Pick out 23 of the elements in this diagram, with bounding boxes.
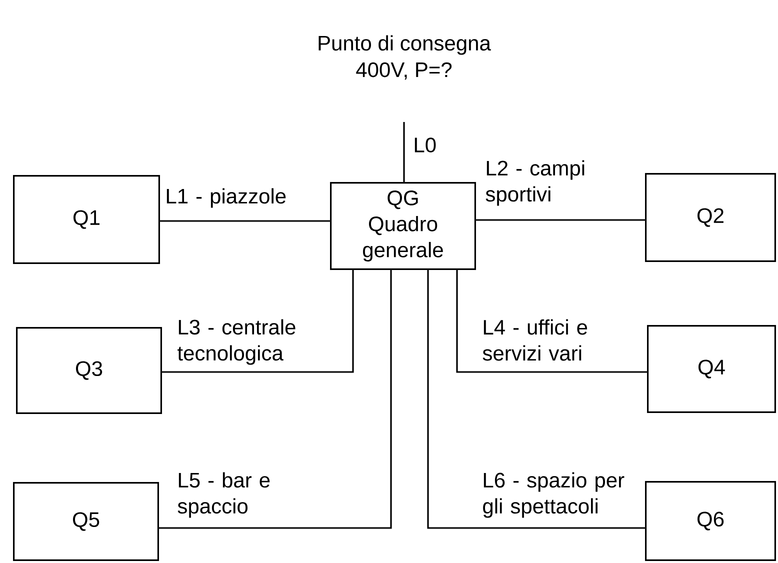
feeder-line xyxy=(476,219,645,221)
feeder-line xyxy=(162,270,354,373)
feeder-line xyxy=(159,270,392,529)
panel-box: Q1 xyxy=(13,175,160,264)
panel-box: QG Quadro generale xyxy=(330,182,476,270)
panel-box: Q4 xyxy=(647,325,776,413)
edge-label: L5 - bar e spaccio xyxy=(178,472,270,518)
panel-box: Q5 xyxy=(13,482,159,561)
panel-box: Q3 xyxy=(16,327,162,414)
edge-label: L2 - campi sportivi xyxy=(486,160,584,206)
voltage-label: 400V, P=? xyxy=(356,62,452,80)
panel-box: Q2 xyxy=(645,173,776,262)
edge-label: L1 - piazzole xyxy=(166,188,286,208)
feeder-line xyxy=(456,270,647,373)
panel-box: Q6 xyxy=(645,481,776,561)
edge-label: L3 - centrale tecnologica xyxy=(178,319,296,365)
feeder-line xyxy=(160,220,330,222)
title: Punto di consegna xyxy=(318,35,491,55)
edge-label: L6 - spazio per gli spettacoli xyxy=(483,472,624,518)
feeder-line xyxy=(403,122,405,182)
edge-label: L0 xyxy=(414,138,436,152)
feeder-line xyxy=(427,270,645,529)
edge-label: L4 - uffici e servizi vari xyxy=(482,319,588,361)
